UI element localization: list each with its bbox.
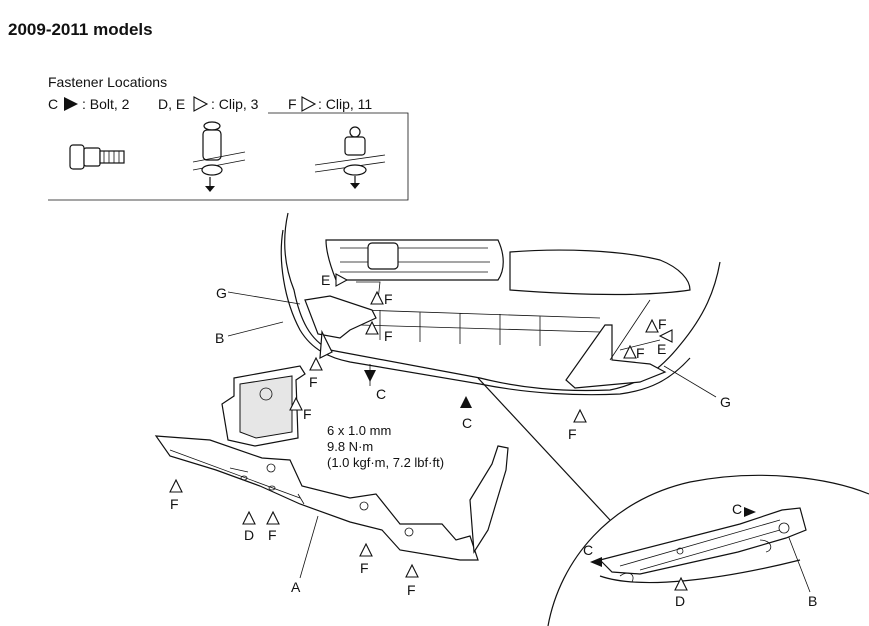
marker-f [370, 290, 384, 305]
callout-f-bottom3: F [407, 582, 416, 598]
callout-c-center: C [376, 386, 387, 402]
callout-f-bracket: F [384, 291, 393, 307]
legend-de-desc: : Clip, 3 [211, 96, 259, 112]
marker-f [405, 563, 419, 578]
marker-f [573, 408, 587, 423]
callout-e-upper: E [321, 272, 331, 288]
callout-f-r3: F [568, 426, 577, 442]
marker-f [169, 478, 183, 493]
legend-c-letter: C [48, 96, 59, 112]
right-bracket [565, 299, 667, 389]
marker-f [645, 318, 659, 333]
marker-f [359, 542, 373, 557]
callout-e-right: E [657, 341, 667, 357]
clip-icon [192, 121, 246, 192]
callout-f-r2: F [636, 345, 645, 361]
front-bumper [280, 212, 721, 396]
marker-d [674, 576, 688, 591]
marker-c [364, 370, 376, 382]
legend-c-desc: : Bolt, 2 [82, 96, 130, 112]
open-triangle-icon [301, 96, 317, 112]
marker-e [335, 273, 349, 287]
callout-f-bottom1: F [268, 527, 277, 543]
marker-f [289, 396, 303, 411]
open-triangle-icon [193, 96, 209, 112]
callout-g-left: G [216, 285, 227, 301]
marker-d [242, 510, 256, 525]
torque-size: 6 x 1.0 mm [327, 423, 392, 438]
marker-c [590, 557, 602, 567]
marker-f [365, 320, 379, 335]
leader-lines [227, 281, 811, 593]
left-bracket [304, 295, 377, 360]
undercover-a [154, 435, 509, 561]
callout-f-shield: F [303, 406, 312, 422]
marker-c [744, 507, 756, 517]
callout-markers [169, 273, 756, 591]
fastener-box-frame [48, 112, 409, 201]
callout-f-mid: F [384, 328, 393, 344]
legend-de-letters: D, E [158, 96, 186, 112]
clip-icon [314, 126, 386, 189]
callout-f-left: F [309, 374, 318, 390]
emblem [367, 242, 399, 270]
marker-c [460, 396, 472, 408]
detail-view [547, 474, 869, 626]
callout-d-detail: D [675, 593, 686, 609]
callout-g-right: G [720, 394, 731, 410]
marker-e [658, 329, 673, 343]
marker-f [266, 510, 280, 525]
callout-f-bl: F [170, 496, 179, 512]
bolt-icon [69, 144, 125, 170]
callout-c-detail2: C [583, 542, 594, 558]
callout-d-bottom: D [244, 527, 255, 543]
callout-c-detail1: C [732, 501, 743, 517]
splash-shield [221, 365, 306, 447]
legend-f-letter: F [288, 96, 297, 112]
callout-f-r1: F [658, 316, 667, 332]
callout-c-right: C [462, 415, 473, 431]
page-title: 2009-2011 models [8, 20, 153, 39]
torque-nm: 9.8 N·m [327, 439, 374, 454]
callout-a: A [291, 579, 301, 595]
marker-f [309, 356, 323, 371]
fastener-heading: Fastener Locations [48, 74, 168, 90]
callout-b-detail: B [808, 593, 818, 609]
callout-b-left: B [215, 330, 225, 346]
torque-alt: (1.0 kgf·m, 7.2 lbf·ft) [327, 455, 445, 470]
marker-f [623, 344, 637, 359]
legend-f-desc: : Clip, 11 [318, 96, 373, 112]
filled-triangle-icon [64, 97, 78, 111]
callout-f-bottom2: F [360, 560, 369, 576]
